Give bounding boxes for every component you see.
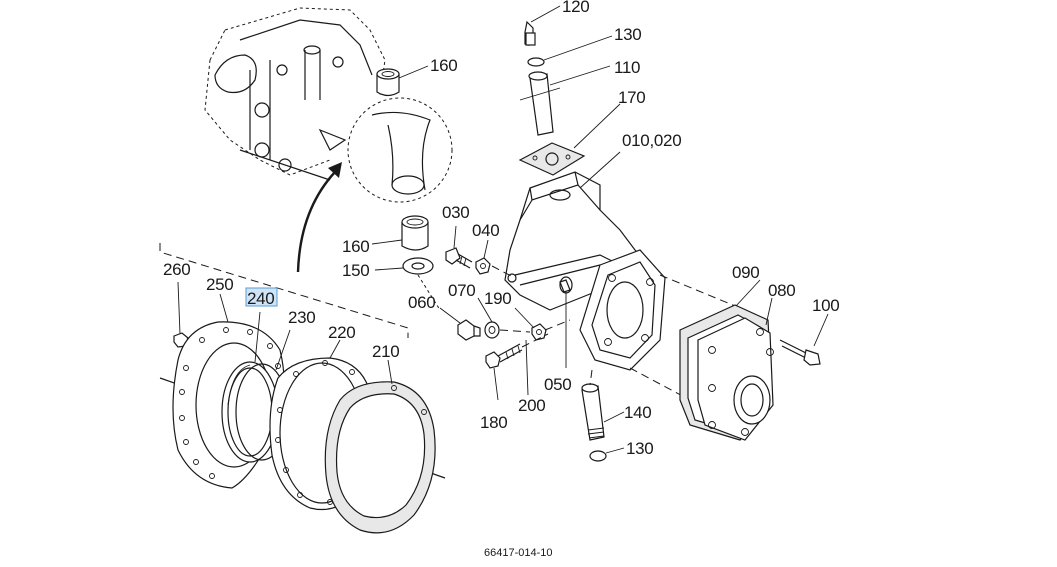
bolt-030 [445, 247, 473, 269]
label-060: 060 [408, 293, 435, 312]
pin-140 [581, 383, 605, 441]
label-090: 090 [732, 263, 759, 282]
fitting-120 [524, 20, 536, 46]
inset-housing-detail [204, 7, 453, 203]
label-110: 110 [614, 58, 640, 77]
label-200: 200 [518, 396, 545, 415]
label-250: 250 [206, 275, 233, 294]
label-230: 230 [288, 308, 315, 327]
label-050: 050 [544, 375, 571, 394]
label-030: 030 [442, 203, 469, 222]
label-040: 040 [472, 221, 499, 240]
label-180: 180 [480, 413, 507, 432]
housing-010-020 [504, 171, 666, 371]
nut-190 [531, 323, 547, 341]
label-140: 140 [624, 403, 651, 422]
highlight-240 [245, 287, 278, 307]
label-100: 100 [812, 296, 839, 315]
oring-130-bottom [589, 450, 607, 462]
bolt-180 [485, 343, 523, 369]
gasket-170 [518, 142, 586, 176]
pin-110 [519, 71, 561, 136]
ring-240 [221, 361, 279, 463]
label-220: 220 [328, 323, 355, 342]
label-010-020: 010,020 [622, 131, 681, 150]
label-160-top: 160 [430, 56, 457, 75]
oring-130-top [527, 57, 545, 67]
label-190: 190 [484, 289, 511, 308]
label-240[interactable]: 240 [247, 289, 275, 308]
bushing-160 [401, 215, 429, 251]
gasket-210 [324, 381, 436, 534]
plug-060 [457, 319, 481, 341]
nut-040 [475, 257, 491, 275]
label-070: 070 [448, 281, 475, 300]
label-210: 210 [372, 342, 399, 361]
label-130-bottom: 130 [626, 439, 653, 458]
washer-070 [484, 321, 500, 339]
label-170: 170 [618, 88, 645, 107]
cover-080 [697, 317, 774, 441]
curved-arrow [296, 162, 342, 273]
label-150: 150 [342, 261, 369, 280]
bolt-100 [779, 339, 821, 366]
label-260: 260 [163, 260, 190, 279]
bushing-160-top [376, 68, 400, 97]
label-080: 080 [768, 281, 795, 300]
label-120: 120 [562, 0, 589, 16]
part-labels: 120 130 110 170 010,020 160 160 150 030 … [163, 0, 840, 458]
grease-050 [559, 279, 571, 293]
label-160: 160 [342, 237, 369, 256]
label-130-top: 130 [614, 25, 641, 44]
drawing-number: 66417-014-10 [484, 547, 553, 559]
seal-150 [402, 257, 434, 275]
dashed-bracket [159, 243, 409, 338]
